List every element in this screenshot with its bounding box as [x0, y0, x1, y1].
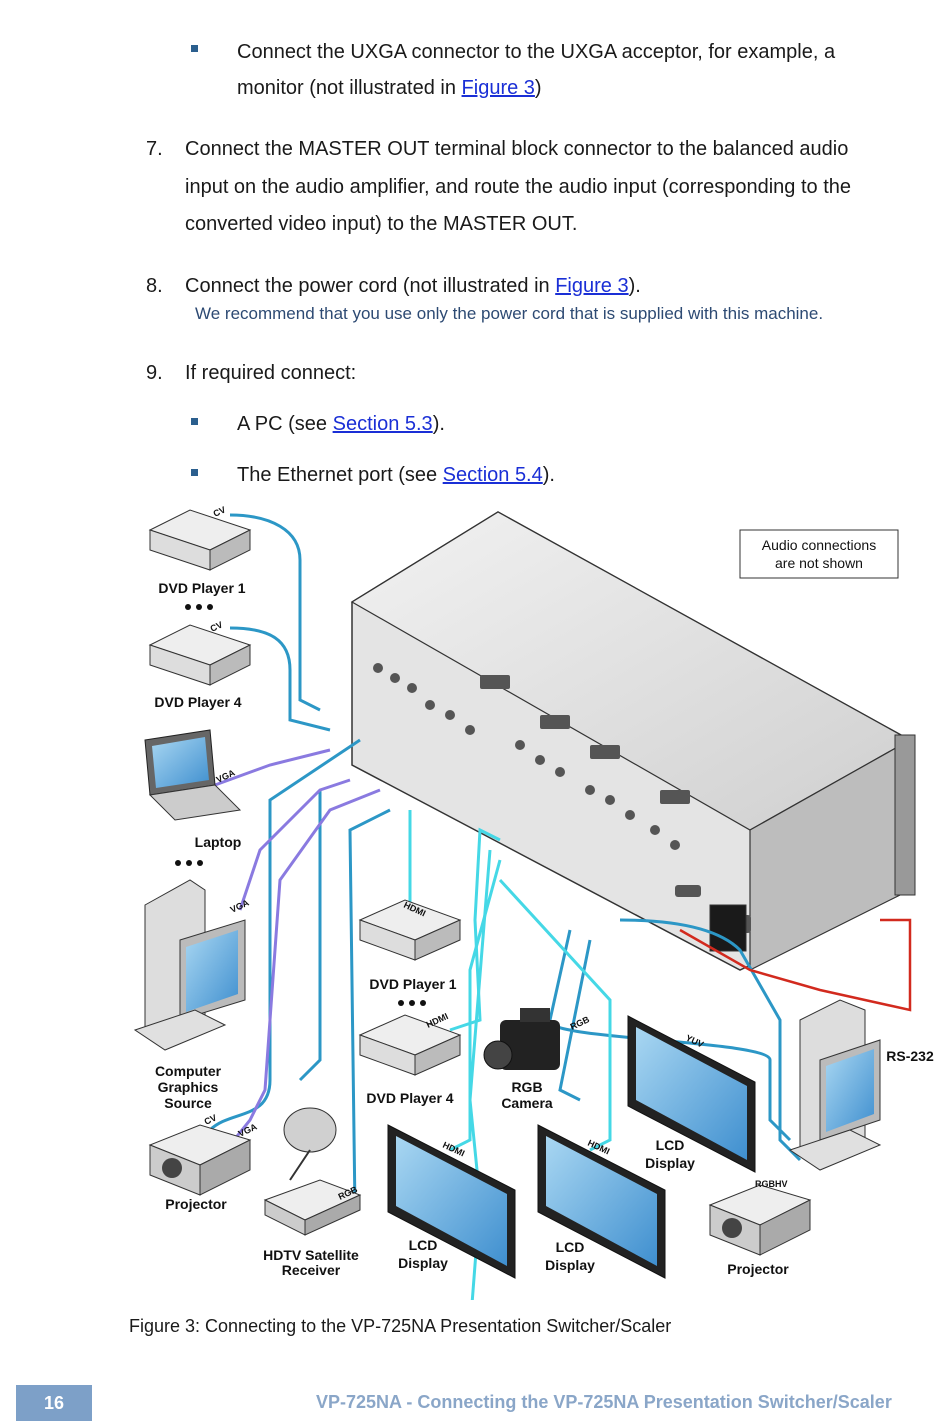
- hdmi-cables: [408, 810, 612, 1300]
- vga-cables: [214, 748, 381, 1146]
- uxga-line1: Connect the UXGA connector to the UXGA a…: [237, 41, 836, 63]
- page-number: 16: [43, 1393, 65, 1413]
- projector-left: [148, 1124, 252, 1196]
- projector-right: [708, 1184, 812, 1256]
- projector-left-label: Projector: [165, 1196, 227, 1212]
- hdtv-label-1: HDTV Satellite: [263, 1247, 359, 1263]
- dvd4-mid-label: DVD Player 4: [366, 1090, 453, 1106]
- lcd-display-1: [387, 1124, 516, 1279]
- projector-right-label: Projector: [727, 1261, 789, 1277]
- cable-label-cv: CV: [212, 504, 228, 518]
- laptop-device: [144, 729, 242, 821]
- rgb-camera-label-1: RGB: [511, 1079, 542, 1095]
- cable-label-cv: CV: [203, 1112, 219, 1126]
- cable-label-cv: CV: [209, 619, 225, 633]
- figure-3-link[interactable]: Figure 3: [461, 77, 535, 99]
- step8-after: ).: [628, 275, 641, 297]
- step9-item-pc: A PC (see Section 5.3).: [237, 410, 445, 438]
- rs232-label: RS-232: [886, 1048, 934, 1064]
- section-5-4-link[interactable]: Section 5.4: [442, 464, 543, 486]
- bullet-icon: [191, 45, 198, 52]
- step7-number: 7.: [146, 138, 163, 160]
- laptop-label: Laptop: [195, 834, 242, 850]
- bullet-icon: [191, 418, 198, 425]
- power-cord-note: We recommend that you use only the power…: [195, 304, 824, 323]
- uxga-line2-after: ): [534, 77, 542, 99]
- cgs-label-1: Computer: [155, 1063, 222, 1079]
- step8-before: Connect the power cord (not illustrated …: [185, 275, 556, 297]
- lcd3-label-2: Display: [645, 1155, 695, 1171]
- lcd-display-2: [537, 1124, 666, 1279]
- lcd3-label-1: LCD: [656, 1137, 685, 1153]
- cable-label-rgb: RGB: [569, 1014, 592, 1032]
- cable-label-vga: VGA: [229, 897, 251, 915]
- uxga-line2-text: monitor (not illustrated in: [237, 77, 462, 99]
- connection-diagram: Audio connections are not shown DVD Play…: [133, 504, 934, 1300]
- step7-line1: Connect the MASTER OUT terminal block co…: [185, 138, 849, 160]
- uxga-line2: monitor (not illustrated in Figure 3): [237, 74, 542, 102]
- page-number-badge: [16, 1385, 92, 1421]
- dvd-player-1-left: [148, 509, 252, 571]
- computer-graphics-source: [133, 879, 246, 1051]
- rs232-cable: [679, 918, 912, 1012]
- lcd1-label-2: Display: [398, 1255, 448, 1271]
- audio-note-line1: Audio connections: [762, 537, 876, 553]
- dvd-player-4-left: [148, 624, 252, 686]
- figure-caption: Figure 3: Connecting to the VP-725NA Pre…: [129, 1316, 672, 1336]
- hdtv-label-2: Receiver: [282, 1262, 341, 1278]
- rgb-camera-label-2: Camera: [501, 1095, 553, 1111]
- lcd-display-3: [627, 1015, 756, 1173]
- step7-line3: converted video input) to the MASTER OUT…: [185, 213, 578, 235]
- bullet-icon: [191, 469, 198, 476]
- pc-right: [788, 999, 882, 1171]
- dvd-player-4-mid: [358, 1014, 462, 1076]
- audio-note-line2: are not shown: [775, 555, 863, 571]
- item-eth-after: ).: [542, 464, 555, 486]
- item-pc-before: A PC (see: [237, 413, 333, 435]
- cable-label-vga: VGA: [237, 1121, 259, 1139]
- hdtv-satellite-receiver: [263, 1107, 362, 1236]
- lcd1-label-1: LCD: [409, 1237, 438, 1253]
- step9-item-ethernet: The Ethernet port (see Section 5.4).: [237, 461, 555, 489]
- dvd-player-1-mid: [358, 899, 462, 961]
- dvd1-mid-label: DVD Player 1: [369, 976, 456, 992]
- item-eth-before: The Ethernet port (see: [237, 464, 443, 486]
- lcd2-label-2: Display: [545, 1257, 595, 1273]
- cgs-label-3: Source: [164, 1095, 212, 1111]
- scaler-device: [350, 511, 916, 971]
- dvd1-left-label: DVD Player 1: [158, 580, 245, 596]
- dvd4-left-label: DVD Player 4: [154, 694, 241, 710]
- step8-text: Connect the power cord (not illustrated …: [185, 272, 641, 300]
- step7-line2: input on the audio amplifier, and route …: [185, 176, 852, 198]
- cable-label-rgbhv: RGBHV: [755, 1179, 788, 1189]
- footer-title: VP-725NA - Connecting the VP-725NA Prese…: [316, 1392, 892, 1412]
- step9-number: 9.: [146, 362, 163, 384]
- rgb-camera: [483, 1008, 560, 1070]
- section-5-3-link[interactable]: Section 5.3: [332, 413, 433, 435]
- item-pc-after: ).: [432, 413, 445, 435]
- audio-note-box: [739, 529, 899, 579]
- step8-number: 8.: [146, 275, 163, 297]
- figure-3-link[interactable]: Figure 3: [555, 275, 629, 297]
- cgs-label-2: Graphics: [158, 1079, 219, 1095]
- lcd2-label-1: LCD: [556, 1239, 585, 1255]
- step9-text: If required connect:: [185, 362, 357, 384]
